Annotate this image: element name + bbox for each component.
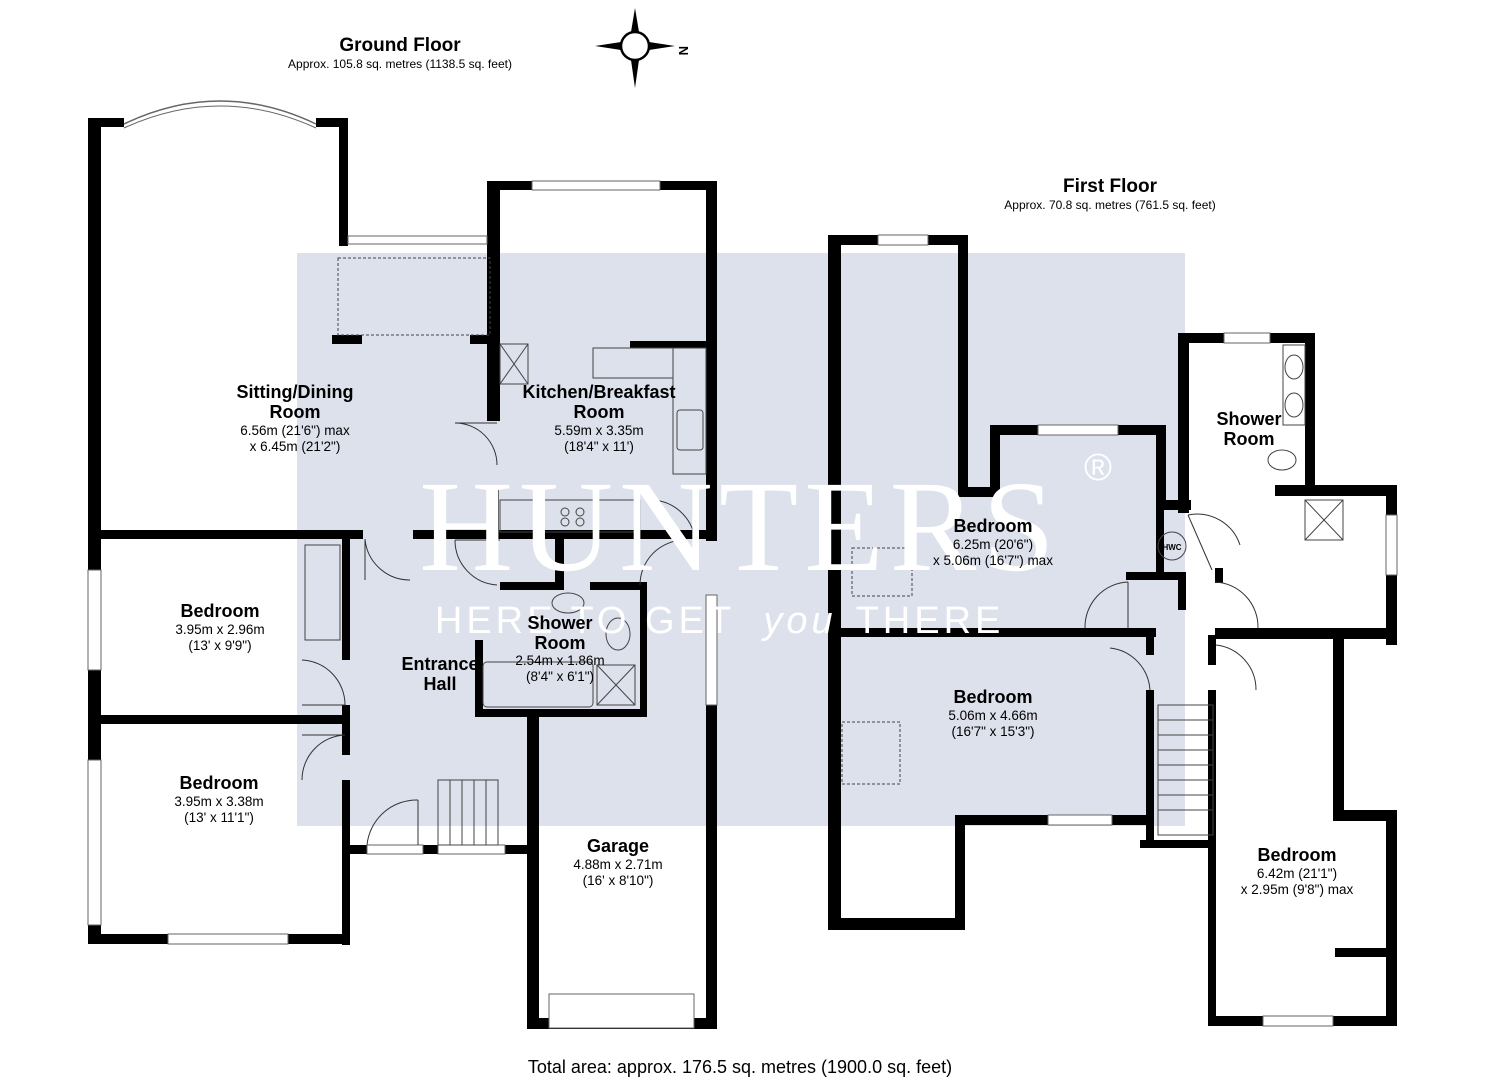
- ground-floor-fixtures: [304, 257, 707, 846]
- first-floor-walls: [828, 235, 1397, 1026]
- ground-floor-title: Ground Floor: [339, 35, 461, 56]
- svg-text:(8'4" x 6'1"): (8'4" x 6'1"): [526, 669, 594, 684]
- svg-text:Hall: Hall: [423, 674, 456, 694]
- svg-text:(16' x 8'10"): (16' x 8'10"): [583, 873, 654, 888]
- room-bedroom-b: Bedroom 3.95m x 3.38m (13' x 11'1"): [174, 773, 263, 825]
- ground-floor-walls: [88, 118, 717, 1029]
- watermark-reg: ®: [1084, 447, 1116, 489]
- svg-text:6.42m (21'1"): 6.42m (21'1"): [1257, 866, 1337, 881]
- hwc-label: HWC: [1162, 543, 1181, 552]
- svg-text:x 6.45m (21'2"): x 6.45m (21'2"): [250, 439, 341, 454]
- svg-text:Bedroom: Bedroom: [953, 516, 1032, 536]
- svg-text:Room: Room: [535, 633, 586, 653]
- svg-text:(18'4" x 11'): (18'4" x 11'): [564, 439, 634, 454]
- room-sitting-dining: Sitting/Dining Room 6.56m (21'6") max x …: [237, 382, 354, 454]
- svg-text:Bedroom: Bedroom: [1257, 845, 1336, 865]
- first-floor-fixtures: [841, 344, 1344, 836]
- compass-icon: N: [595, 8, 691, 88]
- svg-text:Shower: Shower: [527, 613, 592, 633]
- svg-text:x 2.95m (9'8") max: x 2.95m (9'8") max: [1241, 882, 1354, 897]
- room-first-shower: Shower Room: [1216, 409, 1281, 449]
- svg-text:Room: Room: [1224, 429, 1275, 449]
- svg-text:Shower: Shower: [1216, 409, 1281, 429]
- bay-window: [123, 100, 317, 125]
- svg-text:3.95m x 2.96m: 3.95m x 2.96m: [175, 622, 264, 637]
- watermark-tagline-mid: you: [760, 600, 836, 642]
- svg-text:5.06m x 4.66m: 5.06m x 4.66m: [948, 708, 1037, 723]
- svg-text:2.54m x 1.86m: 2.54m x 1.86m: [515, 653, 604, 668]
- svg-text:Sitting/Dining: Sitting/Dining: [237, 382, 354, 402]
- compass-label: N: [676, 46, 691, 55]
- svg-text:Entrance: Entrance: [401, 654, 478, 674]
- first-floor-doors: [1084, 513, 1259, 691]
- ground-floor-doors: [301, 422, 696, 846]
- ground-floor-area: Approx. 105.8 sq. metres (1138.5 sq. fee…: [288, 57, 512, 71]
- svg-text:(13' x 11'1"): (13' x 11'1"): [184, 810, 254, 825]
- room-bedroom-1: Bedroom 6.25m (20'6") x 5.06m (16'7") ma…: [933, 516, 1053, 568]
- room-bedroom-3: Bedroom 6.42m (21'1") x 2.95m (9'8") max: [1241, 845, 1354, 897]
- svg-text:6.25m (20'6"): 6.25m (20'6"): [953, 537, 1033, 552]
- room-bedroom-2: Bedroom 5.06m x 4.66m (16'7" x 15'3"): [948, 687, 1037, 739]
- total-area: Total area: approx. 176.5 sq. metres (19…: [528, 1057, 952, 1077]
- svg-text:Bedroom: Bedroom: [953, 687, 1032, 707]
- svg-text:Kitchen/Breakfast: Kitchen/Breakfast: [522, 382, 675, 402]
- room-garage: Garage 4.88m x 2.71m (16' x 8'10"): [573, 836, 662, 888]
- svg-text:Room: Room: [574, 402, 625, 422]
- ground-floor-windows: [87, 180, 718, 1029]
- svg-text:Garage: Garage: [587, 836, 649, 856]
- room-entrance-hall: Entrance Hall: [401, 654, 478, 694]
- first-floor-area: Approx. 70.8 sq. metres (761.5 sq. feet): [1004, 198, 1215, 212]
- svg-text:Room: Room: [270, 402, 321, 422]
- watermark-panel: [297, 253, 1185, 826]
- room-ground-shower: Shower Room 2.54m x 1.86m (8'4" x 6'1"): [515, 613, 604, 684]
- watermark: HUNTERS ® HERE TO GET you THERE: [419, 447, 1116, 642]
- watermark-tagline-right: THERE: [856, 600, 1005, 642]
- first-floor-windows: [877, 234, 1398, 1027]
- svg-text:(13' x 9'9"): (13' x 9'9"): [188, 638, 251, 653]
- room-kitchen-breakfast: Kitchen/Breakfast Room 5.59m x 3.35m (18…: [522, 382, 675, 454]
- watermark-tagline-left: HERE TO GET: [435, 600, 735, 642]
- first-floor-title: First Floor: [1063, 176, 1158, 197]
- svg-text:(16'7" x 15'3"): (16'7" x 15'3"): [951, 724, 1034, 739]
- svg-text:Bedroom: Bedroom: [179, 773, 258, 793]
- svg-text:3.95m x 3.38m: 3.95m x 3.38m: [174, 794, 263, 809]
- watermark-brand: HUNTERS: [419, 455, 1060, 599]
- svg-text:5.59m x 3.35m: 5.59m x 3.35m: [554, 423, 643, 438]
- svg-text:4.88m x 2.71m: 4.88m x 2.71m: [573, 857, 662, 872]
- room-bedroom-a: Bedroom 3.95m x 2.96m (13' x 9'9"): [175, 601, 264, 653]
- svg-text:6.56m (21'6") max: 6.56m (21'6") max: [240, 423, 350, 438]
- svg-text:x 5.06m (16'7") max: x 5.06m (16'7") max: [933, 553, 1053, 568]
- svg-text:Bedroom: Bedroom: [180, 601, 259, 621]
